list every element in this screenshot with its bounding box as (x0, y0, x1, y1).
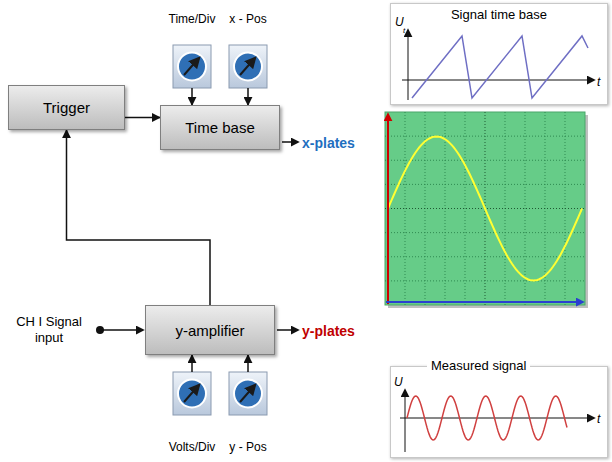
axis-label-box: U (395, 12, 404, 30)
output-label-box: x-plates (302, 134, 355, 152)
control-label: x - Pos (229, 12, 266, 26)
output-label-box: y-plates (302, 322, 355, 340)
grid-line (385, 232, 585, 233)
knob-control: y - Pos (220, 372, 276, 454)
input-wire (100, 329, 143, 331)
axis-label: t (597, 75, 600, 89)
control-label: Volts/Div (169, 440, 216, 454)
x-output-arrow (282, 141, 298, 143)
grid-line (405, 112, 406, 305)
axis-label: t (597, 412, 600, 426)
grid-line (385, 256, 585, 257)
knob-symbol (229, 372, 267, 415)
process-box: Trigger (8, 85, 125, 130)
axis-label-box: t (597, 409, 600, 427)
y-axis (408, 30, 409, 100)
input-label: CH I Signal input (4, 314, 94, 346)
screen-x-axis (386, 301, 583, 303)
signal-connector (247, 355, 249, 372)
panel-title: Measured signal (427, 358, 530, 373)
knob-symbol (173, 372, 211, 415)
grid-line (385, 136, 585, 137)
grid-line (385, 184, 585, 185)
output-label: y-plates (302, 323, 355, 339)
measured-trace (407, 396, 567, 440)
axis-label-box: U (394, 372, 403, 390)
knob-control: Volts/Div (164, 372, 220, 454)
signal-panel: Measured signal (390, 366, 608, 458)
screen-trace (388, 137, 582, 281)
output-label: x-plates (302, 135, 355, 151)
grid-line (465, 112, 466, 305)
signal-connector (125, 117, 160, 119)
process-box: y-amplifier (145, 305, 275, 355)
panel-ground (390, 3, 608, 105)
y-output-arrow (277, 329, 298, 331)
control-label: Time/Div (169, 12, 216, 26)
input-label-box: CH I Signal input (4, 314, 94, 346)
signal-connector (191, 88, 193, 105)
control-label: y - Pos (229, 440, 266, 454)
signal-connector (247, 88, 249, 105)
signal-connector (191, 355, 193, 372)
grid-line (385, 280, 585, 281)
sawtooth-signal (412, 36, 588, 98)
process-box: Time base (160, 105, 280, 150)
knob-symbol (173, 45, 211, 88)
y-axis (405, 390, 406, 452)
axis-label: U (395, 15, 404, 29)
box-label: Time base (185, 119, 254, 136)
box-label: y-amplifier (175, 322, 244, 339)
knob-symbol (229, 45, 267, 88)
grid-line (385, 160, 585, 161)
panel-ground (390, 366, 608, 458)
screen-grid (385, 112, 585, 305)
grid-line (525, 112, 526, 305)
knob-control: x - Pos (220, 12, 276, 88)
axis-label-box: t (597, 72, 600, 90)
screen-y-axis (387, 114, 389, 304)
axis-subscript: t (403, 26, 405, 35)
knob-control: Time/Div (164, 12, 220, 88)
box-label: Trigger (43, 99, 90, 116)
axis-label: U (394, 375, 403, 389)
axis-subscript-box: t (403, 19, 405, 37)
signal-panel: Signal time base (390, 3, 608, 105)
screen (385, 112, 585, 305)
panel-title: Signal time base (451, 7, 547, 22)
t-axis (402, 80, 594, 81)
signal-connector (67, 130, 211, 305)
